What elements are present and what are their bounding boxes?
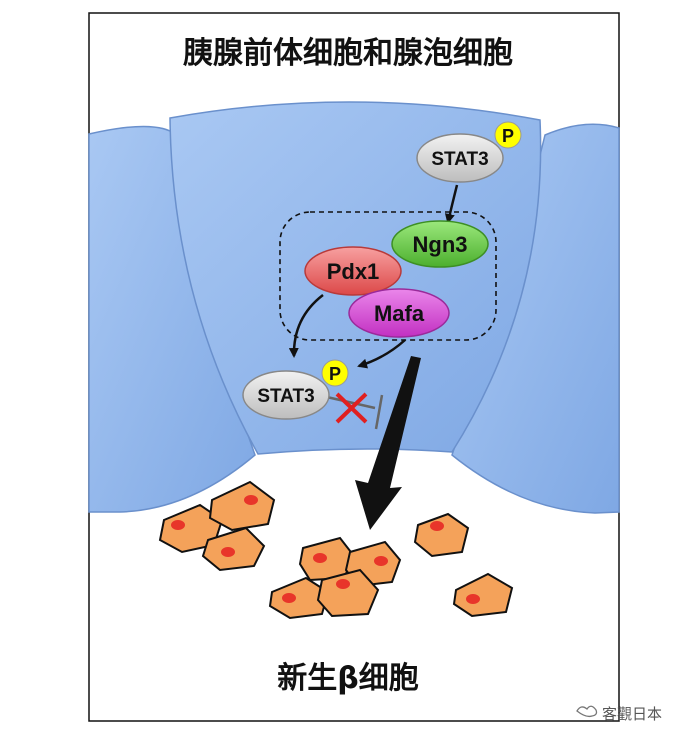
big-arrow-to-beta-cells [355,356,421,530]
beta-cell [316,568,380,618]
diagram-title: 胰腺前体细胞和腺泡细胞 [183,36,513,71]
phospho-bottom-label: P [329,364,341,384]
blocked-x-icon [335,392,368,424]
arrow-stat3-to-ngn3 [444,184,459,224]
watermark-text: 客觀日本 [602,705,662,723]
phospho-top-label: P [502,126,514,146]
arrow-pdx1-to-stat3 [288,294,324,358]
phospho-bottom-badge: P [321,359,349,387]
watermark: 客觀日本 [576,705,662,723]
transcription-factor-complex-box [279,211,497,341]
beta-cell [413,512,470,558]
mafa-node: Mafa [348,288,450,338]
inhibition-bar [374,394,384,430]
stat3-top-node: STAT3 [416,133,504,183]
beta-cell [201,526,266,572]
arrow-mafa-to-stat3 [357,339,406,369]
beta-cell [268,576,330,620]
ngn3-label: Ngn3 [413,232,468,257]
beta-cell [452,572,514,618]
mafa-label: Mafa [374,301,425,326]
phospho-top-badge: P [494,121,522,149]
stat3-bottom-node: STAT3 [242,370,330,420]
pdx1-node: Pdx1 [304,246,402,296]
ngn3-node: Ngn3 [391,220,489,268]
beta-cell [208,480,276,532]
pdx1-label: Pdx1 [327,259,380,284]
wechat-logo-icon [576,705,598,718]
beta-cell-cluster [158,480,514,620]
beta-cell-label: 新生β细胞 [277,661,418,696]
stat3-bottom-label: STAT3 [257,386,314,407]
stat3-top-label: STAT3 [431,149,488,170]
